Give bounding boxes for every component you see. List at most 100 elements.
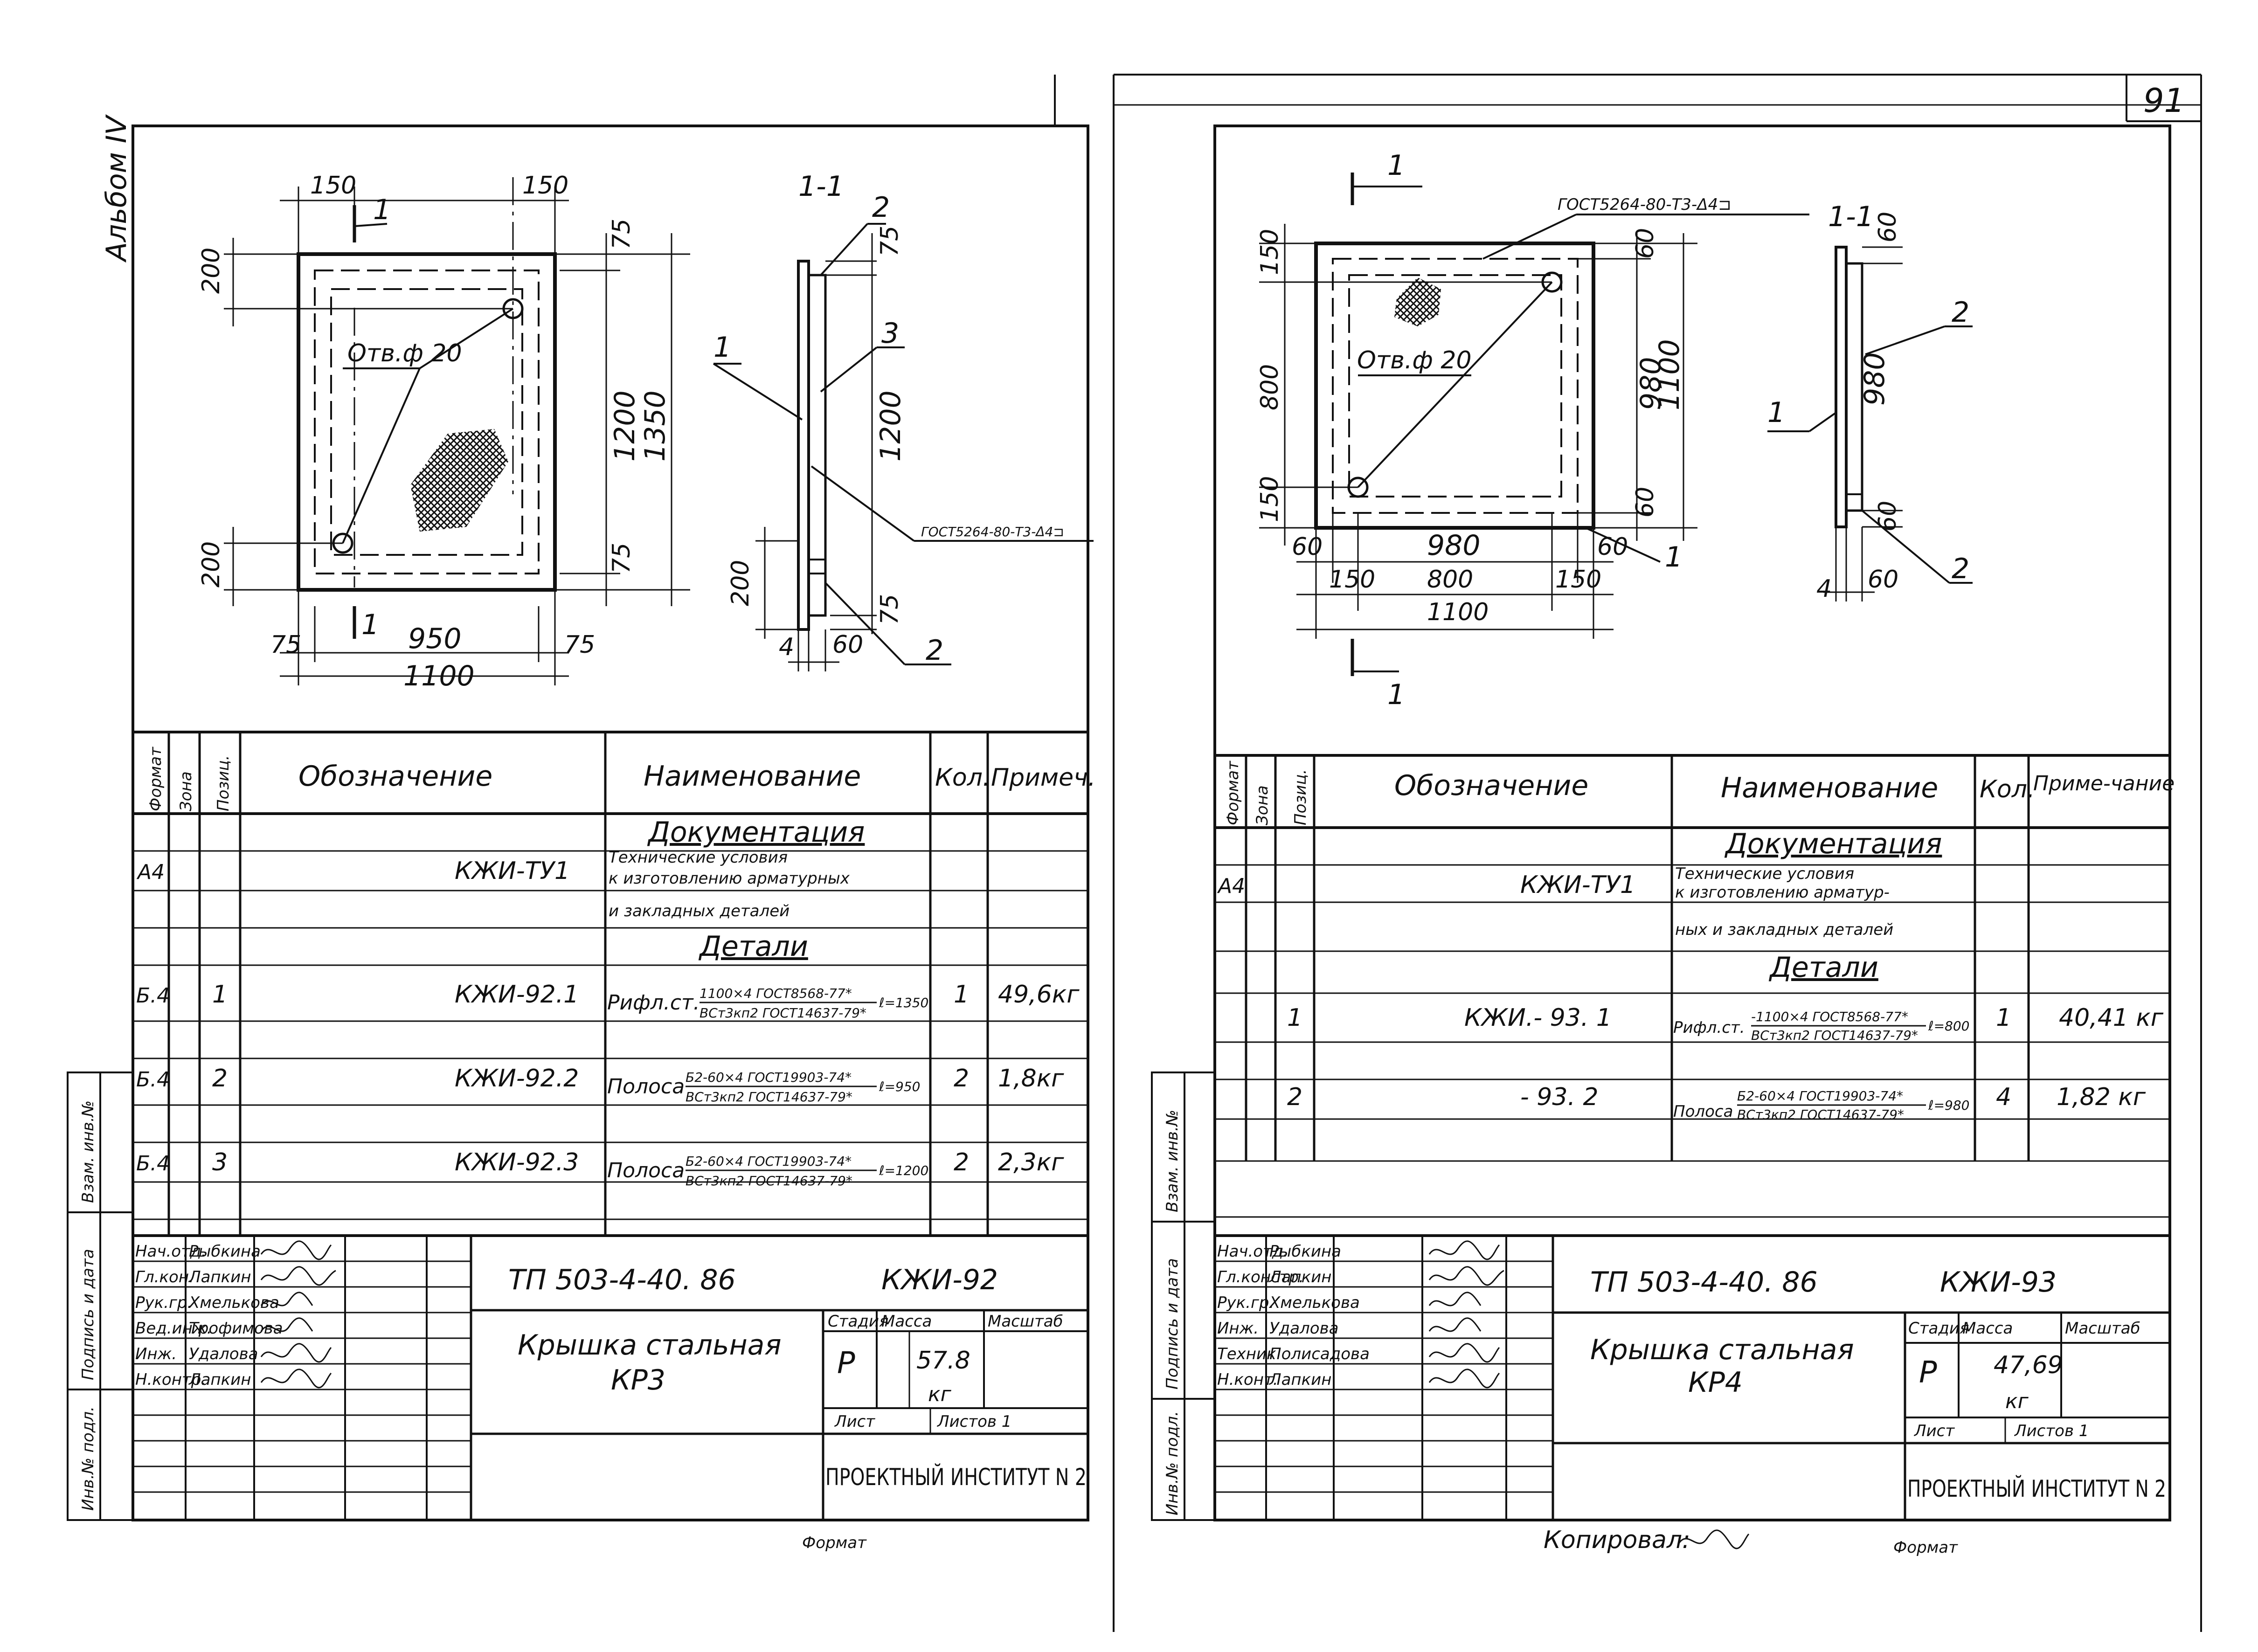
sheet1-header-format: Формат <box>146 747 165 811</box>
row-code: - 93. 2 <box>1520 1083 1599 1111</box>
sheet1-dim-150-left: 150 <box>310 172 356 200</box>
row-qty: 1 <box>1996 1004 2011 1032</box>
sheet1-border <box>132 124 1089 1521</box>
sheet2-institute: ПРОЕКТНЫЙ ИНСТИТУТ N 2 <box>1907 1475 2166 1502</box>
sheet2-sheet-label: Лист <box>1913 1422 1955 1440</box>
sheet1-doc-name-2: к изготовлению арматурных <box>609 869 850 888</box>
row-spec-den: ВСт3кп2 ГОСТ14637-79* <box>1751 1028 1918 1043</box>
sheet2-role-4: Техник <box>1217 1345 1276 1363</box>
sheet1-sheets-label: Листов 1 <box>936 1412 1011 1431</box>
sheet1-side-label-sign: Подпись и дата <box>79 1249 97 1380</box>
sheet1-section-title: 1-1 <box>798 170 844 203</box>
row-len: ℓ=1350 <box>879 995 928 1010</box>
sheet2-name-2: Хмелькова <box>1268 1293 1360 1312</box>
sheet1-section-dim-4: 4 <box>779 633 794 661</box>
sheet2-doc-format: А4 <box>1217 874 1245 898</box>
sheet2-header-code: Обозначение <box>1394 769 1588 802</box>
page-number: 91 <box>2143 82 2185 120</box>
sheet1-plan-dimension-lines <box>224 187 690 685</box>
sheet2-spec-table-grid <box>1215 755 2170 1237</box>
row-spec-num: Б2-60×4 ГОСТ19903-74* <box>686 1154 852 1169</box>
row-name: Полоса <box>607 1159 685 1182</box>
sheet1-name-1: Лапкин <box>188 1268 251 1286</box>
sheet1-header-code: Обозначение <box>298 760 492 793</box>
sheet1-dim-1200: 1200 <box>609 390 641 462</box>
sheet2-mass-unit: кг <box>2005 1389 2029 1413</box>
sheet2-dim-60-right: 60 <box>1597 533 1628 561</box>
row-qty: 1 <box>954 981 969 1009</box>
sheet1-weld-note: ГОСТ5264-80-Т3-Δ4⊐ <box>921 524 1064 539</box>
row-format: Б.4 <box>136 984 170 1008</box>
row-len: ℓ=800 <box>1928 1018 1969 1034</box>
sheet2-title-block-grid <box>1215 1234 2170 1520</box>
sheet1-section-view <box>713 223 1087 671</box>
row-name: Полоса <box>607 1075 685 1099</box>
row-spec-num: Б2-60×4 ГОСТ19903-74* <box>686 1070 852 1085</box>
sheet2-dim-980-v: 980 <box>1635 357 1667 410</box>
sheet2-copied-label: Копировал: <box>1544 1526 1690 1554</box>
sheet1-format-label: Формат <box>802 1534 867 1552</box>
sheet2-plan-pos1: 1 <box>1665 541 1683 574</box>
sheet1-header-qty: Кол. <box>935 764 990 792</box>
row-format: Б.4 <box>136 1152 170 1175</box>
row-pos: 2 <box>212 1064 228 1092</box>
table-row: Б.4 2 КЖИ-92.2 Полоса Б2-60×4 ГОСТ19903-… <box>136 1064 1064 1105</box>
sheet2-side-label-replace: Взам. инв.№ <box>1163 1110 1182 1212</box>
sheet1-section-pos3: 3 <box>881 317 899 350</box>
sheet2-role-5: Н.конт. <box>1217 1370 1278 1389</box>
sheet2-name-4: Полисадова <box>1269 1345 1370 1363</box>
sheet1-section-pos1: 1 <box>713 331 731 364</box>
sheet2-side-label-inv: Инв.№ подл. <box>1163 1411 1182 1515</box>
row-len: ℓ=950 <box>879 1079 920 1094</box>
sheet2-header-qty: Кол. <box>1980 775 2035 803</box>
sheet1-dim-1350: 1350 <box>639 390 672 462</box>
sheet1-name-0: Рыбкина <box>189 1242 261 1261</box>
sheet1-name-2: Хмелькова <box>188 1293 279 1312</box>
sheet1-doc-format: А4 <box>136 860 165 884</box>
sheet2-stage: Р <box>1919 1355 1937 1390</box>
sheet2-dim-1100-v: 1100 <box>1653 339 1686 410</box>
sheet1-title-code: КР3 <box>611 1364 665 1396</box>
sheet1-role-4: Инж. <box>135 1345 177 1363</box>
sheet2-doc-code: КЖИ-ТУ1 <box>1520 871 1635 899</box>
sheet1-institute: ПРОЕКТНЫЙ ИНСТИТУТ N 2 <box>825 1463 1087 1491</box>
sheet1-doc-name-1: Технические условия <box>609 848 788 867</box>
row-spec-den: ВСт3кп2 ГОСТ14637-79* <box>686 1089 852 1105</box>
sheet1-hole-label: Отв.ф 20 <box>347 339 462 367</box>
sheet2-border <box>1213 124 2171 1521</box>
sheet2-copied-signature <box>1678 1529 1750 1549</box>
sheet1-name-4: Удалова <box>189 1345 258 1363</box>
sheet2-doc-name-1: Технические условия <box>1675 864 1854 883</box>
sheet2-sheets-label: Листов 1 <box>2014 1422 2089 1440</box>
sheet2-doc-name-2: к изготовлению арматур- <box>1675 883 1890 902</box>
sheet2-dim-150-right: 150 <box>1555 566 1601 594</box>
sheet2-format-label: Формат <box>1893 1538 1958 1557</box>
row-note: 49,6кг <box>998 981 1080 1009</box>
sheet1-title: Крышка стальная <box>518 1329 782 1362</box>
sheet2-section-docs: Документация <box>1724 828 1942 860</box>
sheet2-plan-view <box>1314 173 1809 676</box>
row-code: КЖИ-92.3 <box>455 1148 579 1176</box>
sheet2-dim-800: 800 <box>1256 364 1284 410</box>
sheet2-section-dim-60: 60 <box>1868 566 1898 594</box>
row-spec-den: ВСт3кп2 ГОСТ14637-79* <box>700 1005 866 1021</box>
row-format: Б.4 <box>136 1068 170 1092</box>
sheet1-cut-mark-bottom: 1 <box>361 608 379 641</box>
sheet2-dim-60-left: 60 <box>1292 533 1323 561</box>
sheet2-section-pos2-top: 2 <box>1952 296 1969 329</box>
sheet2-side-label-sign: Подпись и дата <box>1163 1258 1182 1389</box>
sheet2-section-view <box>1767 246 1973 601</box>
row-code: КЖИ-92.2 <box>455 1064 579 1092</box>
sheet2-doc-name-3: ных и закладных деталей <box>1675 920 1893 939</box>
table-row: 2 - 93. 2 Полоса Б2-60×4 ГОСТ19903-74* В… <box>1287 1083 2146 1122</box>
sheet1-section-parts: Детали <box>698 930 808 963</box>
sheet2-section-dim-60-bottom: 60 <box>1874 501 1902 532</box>
sheet1-header-pos: Позиц. <box>214 755 233 812</box>
row-name: Рифл.ст. <box>607 991 700 1015</box>
sheet1-header-name: Наименование <box>644 760 861 793</box>
sheet1-name-3: Трофимова <box>189 1319 283 1338</box>
sheet2-dim-150-bottom: 150 <box>1256 476 1284 522</box>
sheet2-signatures <box>1428 1240 1504 1389</box>
album-label: Альбом IV <box>100 114 133 263</box>
